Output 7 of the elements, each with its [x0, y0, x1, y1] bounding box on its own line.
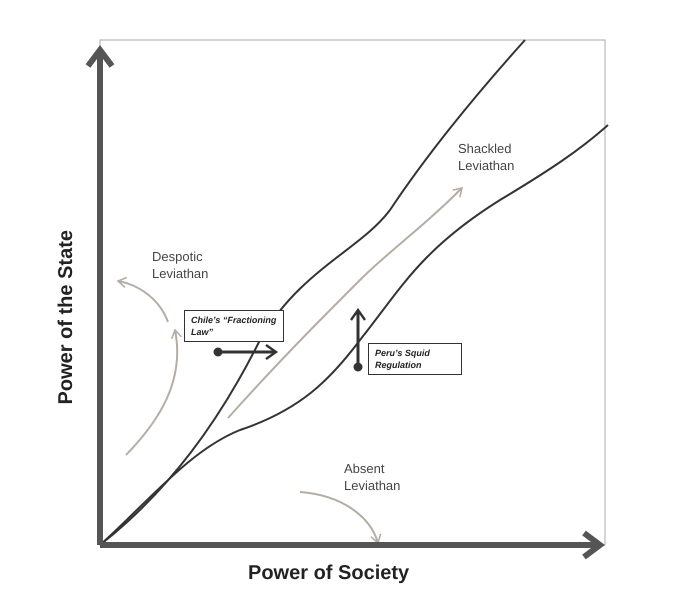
region-label: Shackled Leviathan [458, 140, 516, 174]
annotation-box: Chile’s “Fractioning Law” [184, 310, 284, 342]
region-label: Despotic Leviathan [152, 248, 210, 282]
axis-title: Power of the State [55, 230, 78, 404]
annotation-box: Peru’s Squid Regulation [368, 343, 462, 375]
region-label: Absent Leviathan [344, 460, 402, 494]
axis-title: Power of Society [248, 562, 410, 585]
